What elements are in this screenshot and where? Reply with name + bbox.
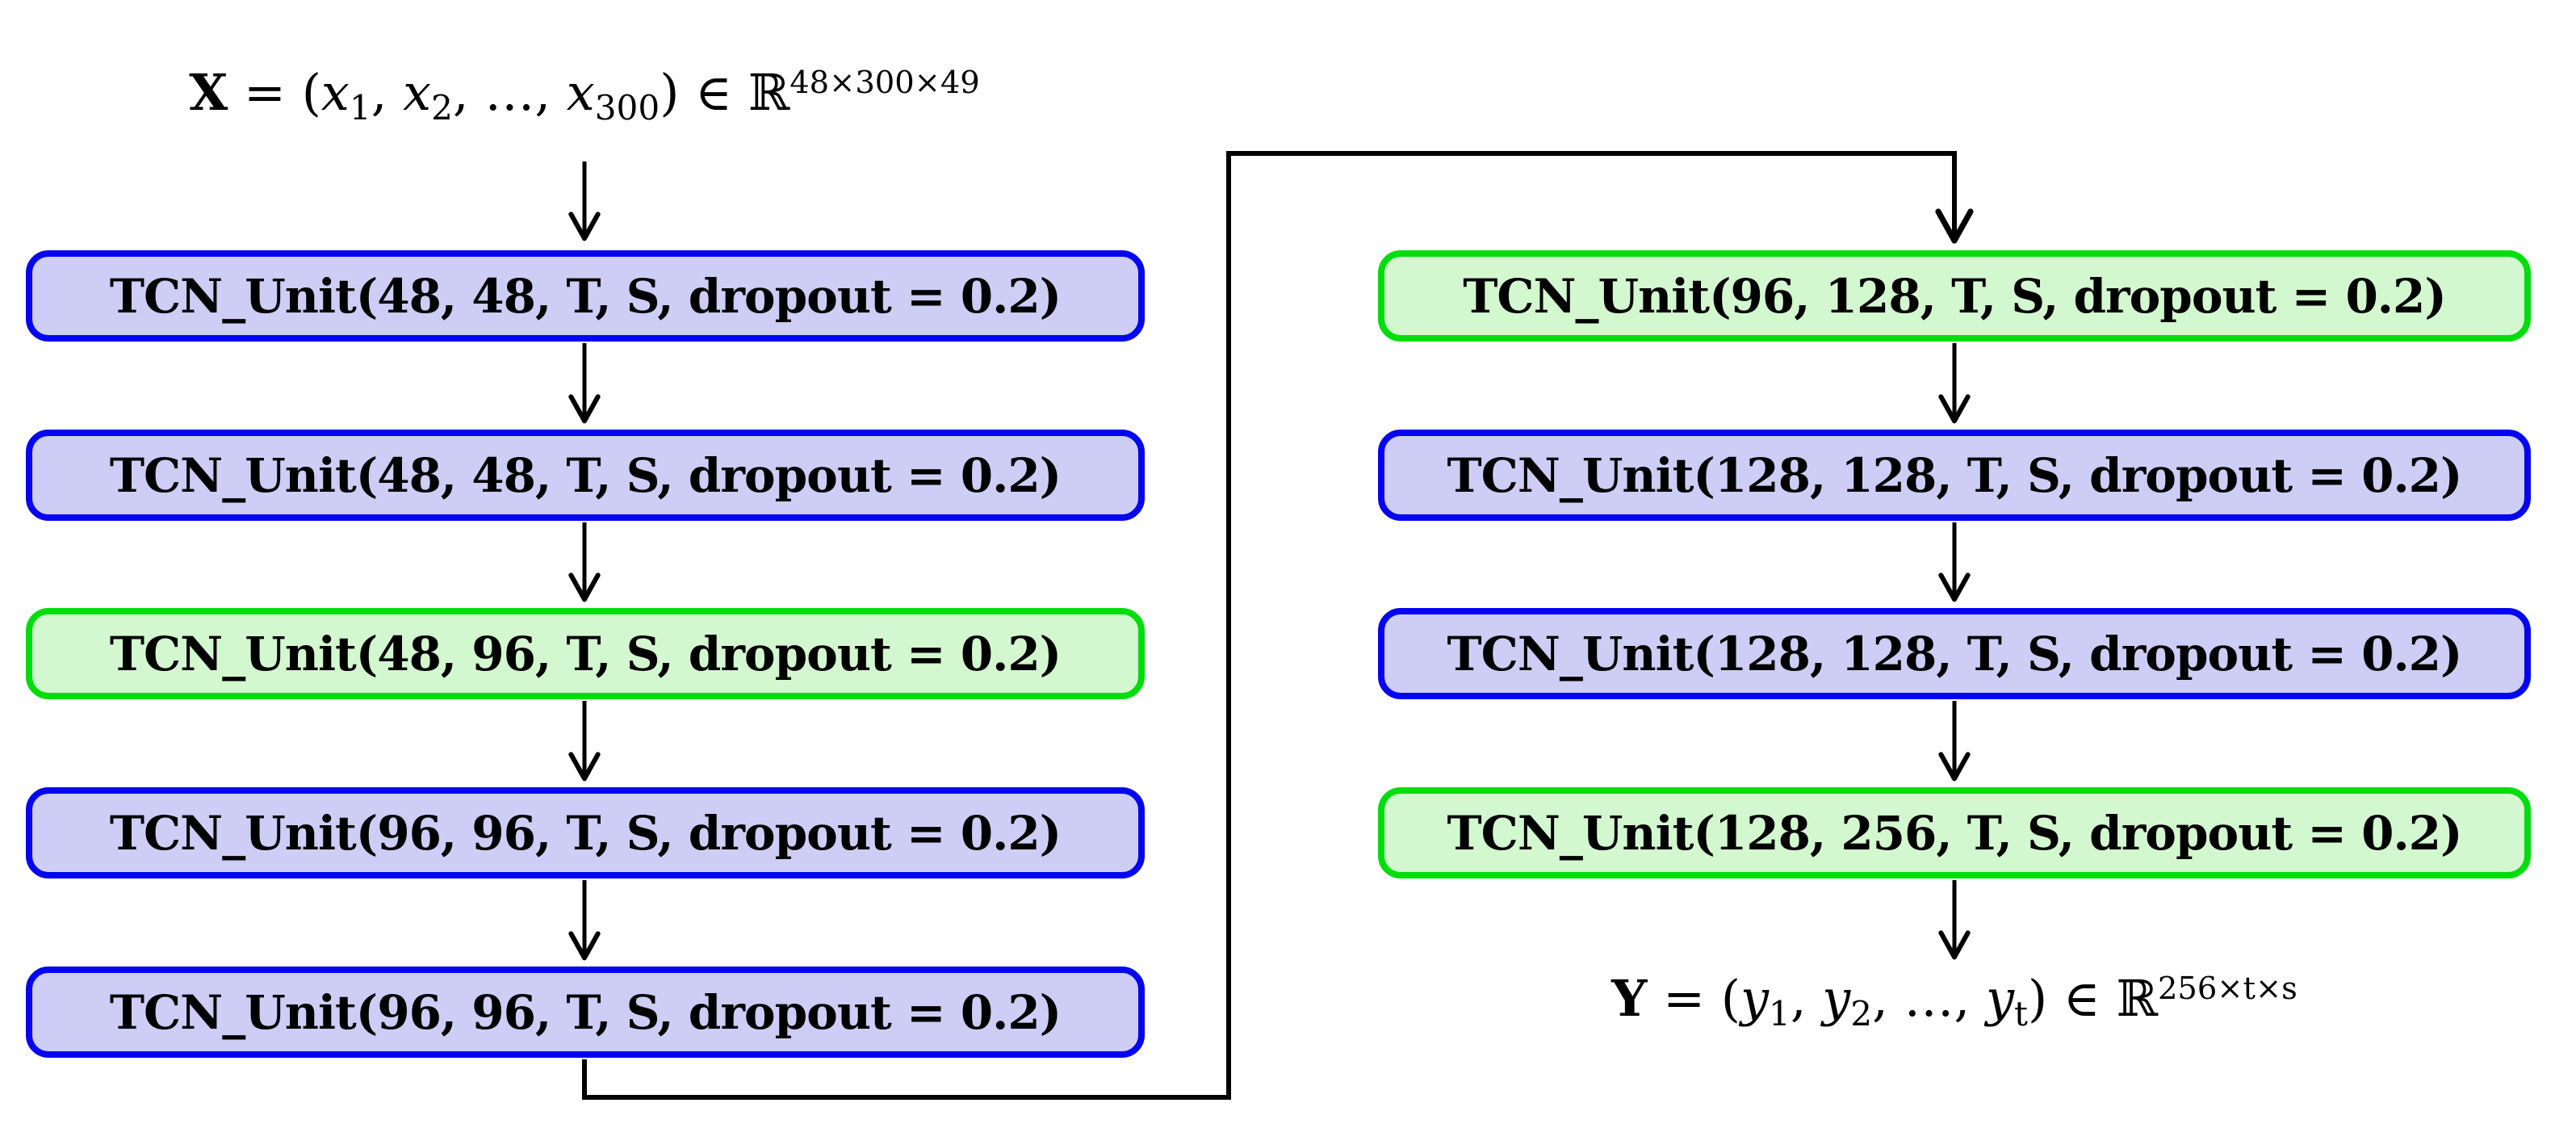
output-dims: 256×t×s (2157, 970, 2297, 1007)
tcn-unit-box-r2: TCN_Unit(128, 128, T, S, dropout = 0.2) (1378, 430, 2531, 521)
output-var: Y (1611, 969, 1648, 1028)
tcn-unit-label: TCN_Unit(48, 48, T, S, dropout = 0.2) (109, 447, 1062, 503)
tcn-unit-box-r1: TCN_Unit(96, 128, T, S, dropout = 0.2) (1378, 250, 2531, 342)
tcn-unit-label: TCN_Unit(96, 128, T, S, dropout = 0.2) (1463, 268, 2447, 324)
tcn-unit-box-r3: TCN_Unit(128, 128, T, S, dropout = 0.2) (1378, 608, 2531, 699)
tcn-unit-label: TCN_Unit(128, 128, T, S, dropout = 0.2) (1447, 447, 2463, 503)
tcn-unit-box-l3: TCN_Unit(48, 96, T, S, dropout = 0.2) (26, 608, 1145, 699)
input-dims: 48×300×49 (790, 64, 980, 101)
tcn-unit-label: TCN_Unit(48, 96, T, S, dropout = 0.2) (109, 626, 1062, 681)
tcn-unit-label: TCN_Unit(128, 128, T, S, dropout = 0.2) (1447, 626, 2463, 681)
tcn-unit-box-l1: TCN_Unit(48, 48, T, S, dropout = 0.2) (26, 250, 1145, 342)
real-set-symbol: ℝ (2116, 969, 2158, 1028)
tcn-unit-label: TCN_Unit(96, 96, T, S, dropout = 0.2) (109, 984, 1062, 1040)
input-var: X (189, 63, 228, 122)
tcn-unit-box-l5: TCN_Unit(96, 96, T, S, dropout = 0.2) (26, 967, 1145, 1058)
tcn-unit-box-l2: TCN_Unit(48, 48, T, S, dropout = 0.2) (26, 430, 1145, 521)
tcn-unit-box-l4: TCN_Unit(96, 96, T, S, dropout = 0.2) (26, 787, 1145, 878)
tcn-unit-box-r4: TCN_Unit(128, 256, T, S, dropout = 0.2) (1378, 787, 2531, 878)
tcn-unit-label: TCN_Unit(128, 256, T, S, dropout = 0.2) (1447, 805, 2463, 861)
output-tensor-formula: Y = (y1, y2, …, yt) ∈ ℝ256×t×s (1611, 969, 2297, 1034)
real-set-symbol: ℝ (748, 63, 790, 122)
input-tensor-formula: X = (x1, x2, …, x300) ∈ ℝ48×300×49 (189, 63, 980, 128)
tcn-unit-label: TCN_Unit(48, 48, T, S, dropout = 0.2) (109, 268, 1062, 324)
tcn-unit-label: TCN_Unit(96, 96, T, S, dropout = 0.2) (109, 805, 1062, 861)
